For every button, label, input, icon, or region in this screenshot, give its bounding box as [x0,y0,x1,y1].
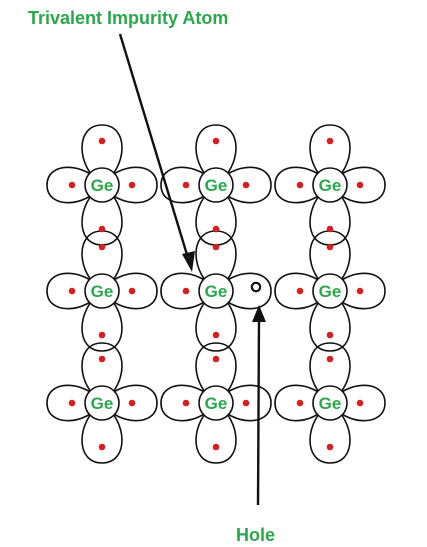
electron-dot [212,331,220,339]
bond-lobe-left [46,166,103,204]
electron-dot [296,287,304,295]
hole-label: Hole [236,525,275,545]
bond-lobe-left [46,272,103,310]
electron-dot [356,181,364,189]
electron-dot [128,287,136,295]
bond-lobe-right [101,166,158,204]
title-label: Trivalent Impurity Atom [28,8,228,28]
electron-dot [296,181,304,189]
bond-lobe-up [195,342,237,404]
ge-atom-label: Ge [319,176,342,195]
bond-lobe-down [81,290,123,352]
bond-lobe-up [81,342,123,404]
bond-lobe-down [309,290,351,352]
bond-lobe-right [101,272,158,310]
electron-dot [326,137,334,145]
electron-dot [296,399,304,407]
electron-dot [98,331,106,339]
electron-dot [242,181,250,189]
bond-lobe-left [274,384,331,422]
bond-lobe-up [81,124,123,186]
bond-lobe-left [274,166,331,204]
ge-atom-circle [198,167,234,203]
electron-dot [98,355,106,363]
ge-atom-circle [84,167,120,203]
electron-dot [212,137,220,145]
electron-dot [212,243,220,251]
ge-atom-label: Ge [91,176,114,195]
ge-atom-label: Ge [205,394,228,413]
electron-dot [182,399,190,407]
ge-atom-circle [312,167,348,203]
bond-lobe-right [329,166,386,204]
bond-lobe-left [160,166,217,204]
ge-atom-label: Ge [319,394,342,413]
bond-lobe-down [309,402,351,464]
ge-atom-label: Ge [319,282,342,301]
electron-dot [212,443,220,451]
ge-atom-circle [312,385,348,421]
bond-lobe-left [160,384,217,422]
bond-lobe-right [101,384,158,422]
bond-lobe-right [215,272,272,310]
ge-atom-label: Ge [91,282,114,301]
hole-arrow-line [256,317,261,506]
electron-dot [128,181,136,189]
electron-dot [326,355,334,363]
hole-marker [250,281,262,293]
electron-dot [326,225,334,233]
electron-dot [128,399,136,407]
electron-dot [182,181,190,189]
ge-atom-label: Ge [91,394,114,413]
bond-lobe-up [195,124,237,186]
impurity-arrow-head [182,251,195,272]
electron-dot [98,243,106,251]
bond-lobe-left [160,272,217,310]
electron-dot [68,287,76,295]
bond-lobe-right [329,272,386,310]
bond-lobe-down [195,402,237,464]
impurity-arrow-line [118,33,190,259]
electron-dot [68,181,76,189]
electron-dot [212,355,220,363]
electron-dot [68,399,76,407]
electron-dot [98,225,106,233]
electron-dot [326,243,334,251]
bond-lobe-right [329,384,386,422]
electron-dot [326,331,334,339]
electron-dot [242,399,250,407]
ge-atom-circle [84,385,120,421]
bond-lobe-up [309,342,351,404]
electron-dot [356,287,364,295]
electron-dot [356,399,364,407]
ge-atom-circle [198,385,234,421]
bond-lobe-right [215,384,272,422]
ge-atom-circle [84,273,120,309]
bond-lobe-left [274,272,331,310]
ge-atom-label: Ge [205,282,228,301]
bond-lobe-down [195,290,237,352]
electron-dot [212,225,220,233]
electron-dot [98,137,106,145]
bond-lobe-left [46,384,103,422]
electron-dot [182,287,190,295]
ge-atom-label: Ge [205,176,228,195]
electron-dot [98,443,106,451]
bond-lobe-down [81,402,123,464]
annotation-arrows [118,33,266,506]
bond-lobe-up [309,124,351,186]
ge-atom-circle [198,273,234,309]
bond-lobe-right [215,166,272,204]
hole-arrow-head [252,305,266,322]
electron-dot [326,443,334,451]
ge-atom-circle [312,273,348,309]
